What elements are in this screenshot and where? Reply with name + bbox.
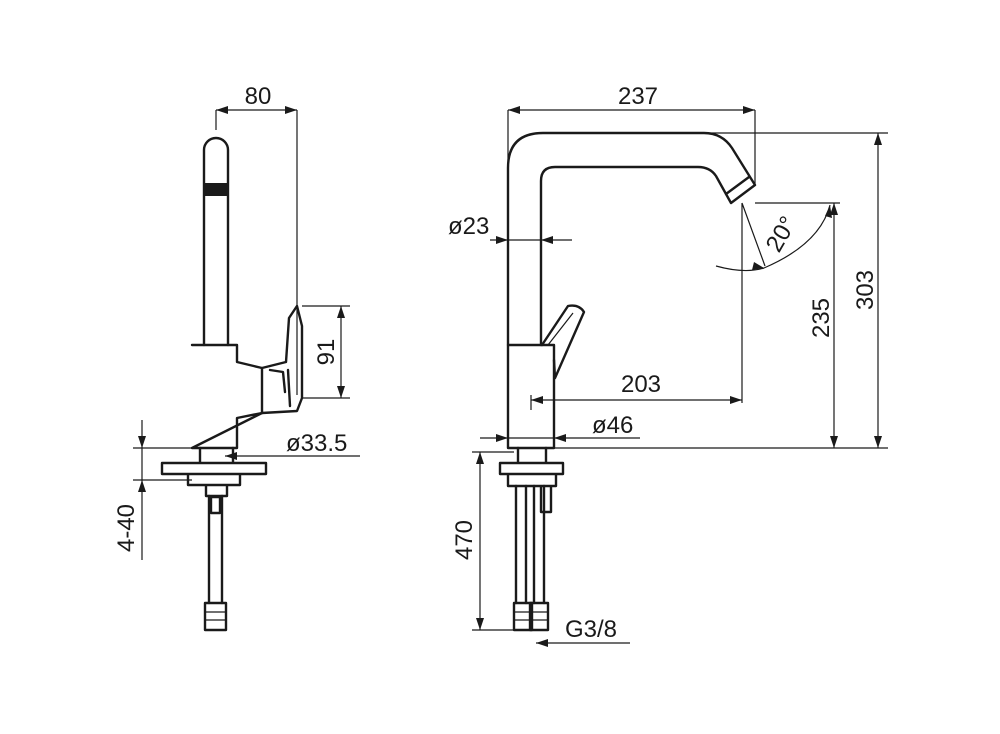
- side-view: [160, 136, 304, 632]
- dim-80-label: 80: [245, 83, 272, 110]
- front-view: [498, 131, 757, 632]
- side-lever: [260, 304, 304, 415]
- dim-23-label: ø23: [448, 213, 489, 240]
- dim-203-label: 203: [621, 371, 661, 398]
- dim-235-label: 235: [808, 298, 835, 338]
- side-aerator-band: [205, 183, 227, 196]
- front-hose-nut-left: [512, 601, 534, 632]
- dim-91-label: 91: [313, 339, 340, 366]
- side-lever-detail: [268, 368, 292, 408]
- front-lever: [540, 304, 586, 380]
- side-hose: [207, 494, 224, 605]
- side-hose-stud: [209, 495, 222, 515]
- front-hose-nut-right: [528, 601, 550, 632]
- dim-237-label: 237: [618, 83, 658, 110]
- front-aerator-line: [724, 175, 751, 196]
- dim-33-5-label: ø33.5: [286, 430, 347, 457]
- side-body: [190, 343, 264, 450]
- side-dimensions: 80 91 ø33.5 4-40: [113, 83, 360, 560]
- front-hoses: [514, 484, 546, 605]
- front-mount: [498, 446, 565, 514]
- dim-g3-8-label: G3/8: [565, 616, 617, 643]
- side-spout: [202, 136, 230, 347]
- dim-4-40-label: 4-40: [113, 504, 140, 552]
- dim-470-label: 470: [451, 520, 478, 560]
- dim-303-label: 303: [852, 270, 879, 310]
- front-spout: [506, 131, 757, 347]
- front-body: [506, 343, 556, 450]
- dim-46-label: ø46: [592, 412, 633, 439]
- side-mount: [160, 446, 268, 498]
- side-hose-nut: [203, 601, 228, 632]
